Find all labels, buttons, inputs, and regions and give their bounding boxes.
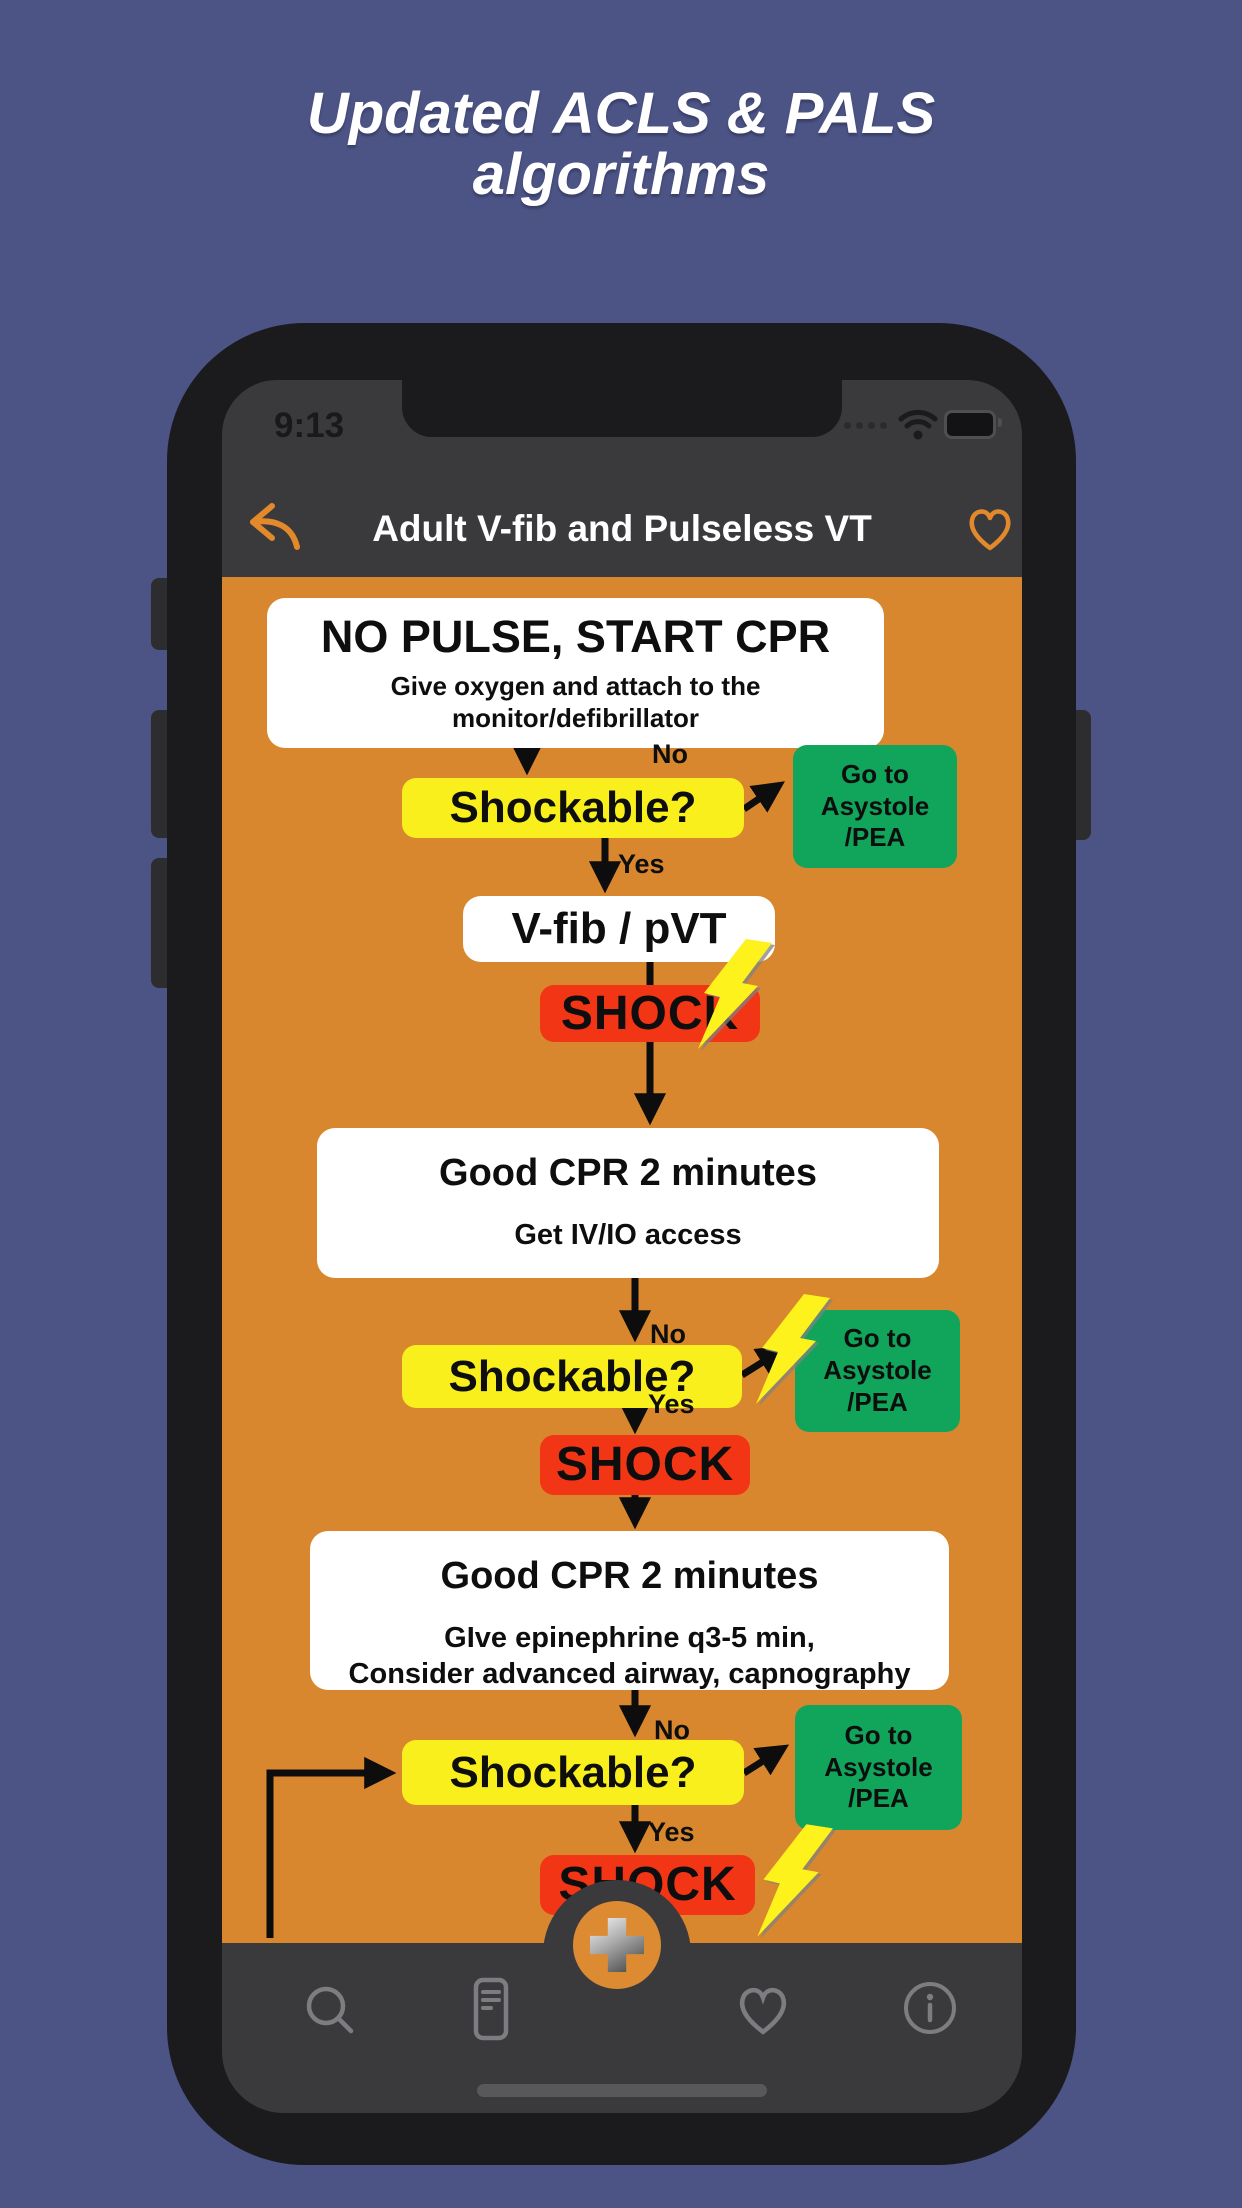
back-arrow-icon[interactable] <box>244 498 306 554</box>
wifi-icon <box>898 409 938 440</box>
node-shockable-2: Shockable? <box>402 1345 742 1408</box>
center-logo-button[interactable] <box>543 1880 691 2028</box>
page-title: Adult V-fib and Pulseless VT <box>372 508 872 549</box>
node-cpr-2: Good CPR 2 minutes GIve epinephrine q3-5… <box>310 1531 949 1690</box>
label-no-3: No <box>654 1715 690 1745</box>
nav-bar: Adult V-fib and Pulseless VT <box>222 480 1022 577</box>
node-cpr1-title: Good CPR 2 minutes <box>439 1152 817 1194</box>
node-shockable-1: Shockable? <box>402 778 744 838</box>
node-cpr-1: Good CPR 2 minutes Get IV/IO access <box>317 1128 939 1278</box>
label-no-2: No <box>650 1319 686 1349</box>
lightning-bolt-icon <box>698 939 772 1049</box>
label-no-1: No <box>652 739 688 769</box>
cellular-signal-icon <box>844 422 887 429</box>
node-start-subtitle: Give oxygen and attach to the monitor/de… <box>390 670 761 734</box>
algorithm-canvas: NO PULSE, START CPR Give oxygen and atta… <box>222 577 1022 1943</box>
hero-title-line1: Updated ACLS & PALS <box>306 81 936 146</box>
node-shock-2: SHOCK <box>540 1435 750 1495</box>
status-time: 9:13 <box>274 406 345 445</box>
node-asystole-2: Go to Asystole /PEA <box>795 1310 960 1432</box>
phone-frame: 9:13 Adult V-fib and Pulseless VT <box>167 323 1076 2165</box>
lightning-bolt-icon <box>757 1824 833 1937</box>
home-indicator[interactable] <box>477 2084 767 2097</box>
node-start: NO PULSE, START CPR Give oxygen and atta… <box>267 598 884 748</box>
favorite-heart-icon[interactable] <box>962 502 1018 554</box>
label-yes-1: Yes <box>618 849 665 879</box>
node-asystole-3: Go to Asystole /PEA <box>795 1705 962 1830</box>
medical-cross-icon <box>590 1918 644 1972</box>
search-icon[interactable] <box>298 1978 362 2042</box>
hero-title: Updated ACLS & PALS algorithms <box>0 81 1242 207</box>
notes-icon[interactable] <box>461 1976 521 2042</box>
logo-circle <box>573 1901 661 1989</box>
label-yes-2: Yes <box>648 1389 695 1419</box>
node-start-title: NO PULSE, START CPR <box>320 611 831 662</box>
node-cpr1-subtitle: Get IV/IO access <box>514 1219 742 1251</box>
node-shockable-3: Shockable? <box>402 1740 744 1805</box>
node-cpr2-subtitle: GIve epinephrine q3-5 min, Consider adva… <box>348 1622 911 1691</box>
hero-title-line2: algorithms <box>472 141 770 207</box>
label-yes-3: Yes <box>648 1817 695 1847</box>
node-asystole-1: Go to Asystole /PEA <box>793 745 957 868</box>
lightning-bolt-icon <box>756 1294 830 1404</box>
heart-icon[interactable] <box>731 1979 795 2039</box>
battery-icon <box>944 410 1002 439</box>
node-cpr2-title: Good CPR 2 minutes <box>440 1555 819 1597</box>
status-bar: 9:13 <box>222 380 1022 480</box>
node-vfib: V-fib / pVT <box>463 896 775 962</box>
notch <box>402 380 842 437</box>
info-icon[interactable] <box>900 1978 960 2038</box>
phone-screen: 9:13 Adult V-fib and Pulseless VT <box>222 380 1022 2113</box>
